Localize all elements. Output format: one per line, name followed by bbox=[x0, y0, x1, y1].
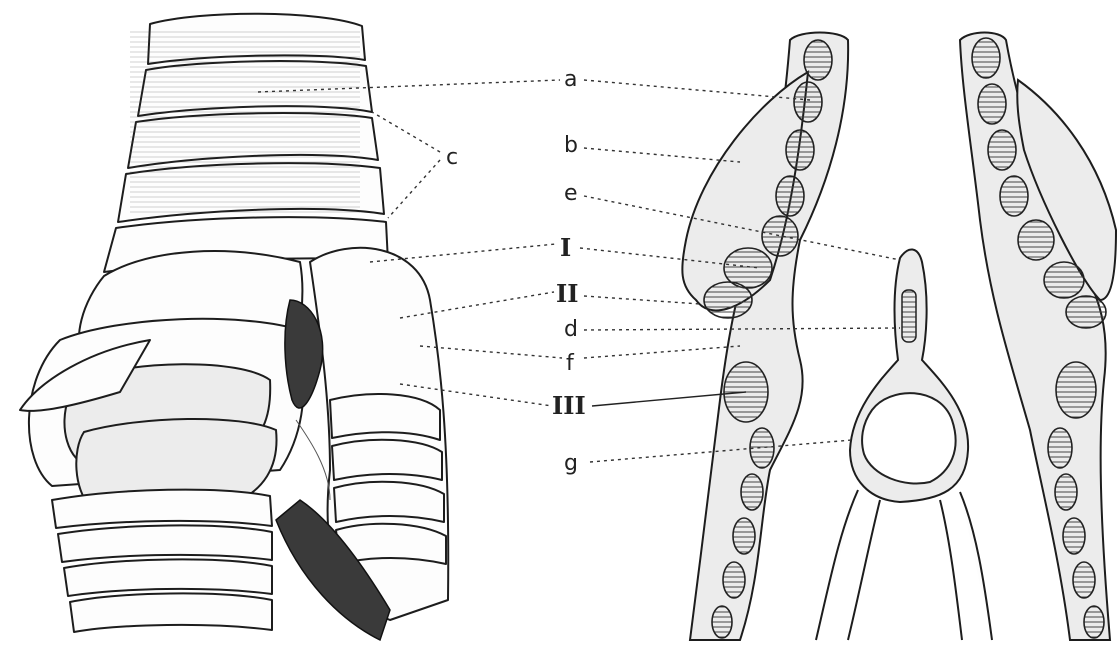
label-b: b bbox=[564, 133, 578, 158]
label-e: e bbox=[564, 181, 578, 206]
label-c: c bbox=[446, 145, 458, 170]
trachea-external-view bbox=[20, 14, 448, 640]
label-g: g bbox=[564, 451, 578, 476]
longitudinal-section-left bbox=[682, 33, 848, 641]
label-I: I bbox=[560, 233, 571, 262]
label-d: d bbox=[564, 317, 578, 342]
cross-section-center bbox=[816, 249, 992, 640]
tracheal-rings bbox=[104, 14, 388, 272]
label-III: III bbox=[552, 391, 586, 420]
bronchus-rings bbox=[52, 490, 272, 632]
label-a: a bbox=[564, 67, 577, 92]
labels: a b c e I II d f III g bbox=[446, 67, 586, 476]
label-II: II bbox=[556, 279, 578, 308]
longitudinal-section-right bbox=[960, 33, 1116, 641]
label-f: f bbox=[566, 351, 575, 376]
